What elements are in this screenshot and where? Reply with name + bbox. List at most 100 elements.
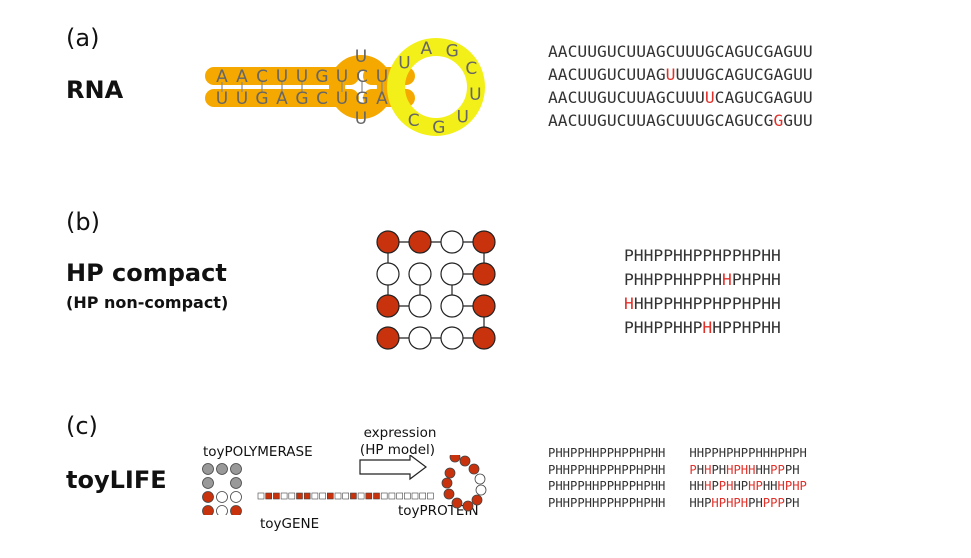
rna-base: G [432, 118, 445, 138]
gene-residue [380, 492, 388, 500]
hp-sequence-line: HHHPPHHPPHPPHPHH [624, 292, 781, 316]
mutated-residue: H [704, 462, 712, 477]
lattice-residue [376, 262, 400, 286]
mutated-residue: H [704, 479, 712, 493]
residue-run: PH [784, 462, 800, 477]
lattice-residue [472, 294, 496, 318]
mutated-residue: PH [718, 479, 734, 493]
rna-base: U [236, 89, 248, 109]
residue-run: HP [733, 479, 749, 493]
rna-base: C [256, 67, 268, 87]
polymerase-residue [230, 463, 242, 475]
protein-residue [441, 477, 453, 489]
mutated-residue: U [704, 88, 715, 107]
rna-base: U [336, 89, 348, 109]
residue-run: HPPHPHH [712, 318, 781, 337]
lattice-residue [376, 294, 400, 318]
panel-b-label: (b) [66, 208, 100, 236]
rna-base: U [376, 67, 388, 87]
residue-run: CAGUCGAGUU [714, 88, 813, 107]
protein-residue [462, 500, 474, 512]
gene-residue [257, 492, 265, 500]
rna-base: U [276, 67, 288, 87]
protein-residue [468, 463, 480, 475]
mutated-residue: HPHPH [711, 495, 749, 510]
protein-residue [449, 455, 461, 463]
rna-base: G [446, 41, 459, 61]
hp-model-label: (HP model) [359, 442, 436, 458]
residue-run: GUU [783, 111, 813, 130]
lattice-residue [408, 230, 432, 254]
residue-run: HHPPHHPPHPPHPHH [633, 294, 781, 313]
gene-residue [342, 492, 349, 500]
hp-sequence-line: PHHPPHHPPHPPHPHH [624, 244, 781, 268]
rna-title: RNA [66, 76, 124, 104]
toygene-sequence: PHHPPHHPPHPPHPHH [548, 495, 666, 510]
polymerase-residue [216, 505, 228, 515]
rna-base: C [465, 59, 477, 79]
rna-sequence-line: AACUUGUCUUAGCUUUGCAGUCGGGUU [548, 109, 813, 132]
polymerase-residue [202, 505, 214, 515]
residue-run: AACUUGUCUUAG [548, 65, 666, 84]
polymerase-residue [202, 491, 214, 503]
rna-base: A [376, 89, 388, 109]
lattice-residue [376, 326, 400, 350]
rna-base: A [276, 89, 288, 109]
hp-compact-title: HP compact [66, 259, 227, 287]
rna-sequence-line: AACUUGUCUUAGCUUUUCAGUCGAGUU [548, 86, 813, 109]
gene-residue [419, 492, 426, 500]
polymerase-residue [230, 477, 242, 489]
gene-residue [396, 492, 403, 500]
lattice-residue [408, 262, 432, 286]
lattice-residue [408, 326, 432, 350]
gene-residue [296, 492, 303, 500]
rna-base: U [216, 89, 228, 109]
residue-run: PHHPPHHP [624, 318, 703, 337]
protein-residue [474, 473, 486, 485]
residue-run: AACUUGUCUUAGCUUUGCAGUCG [548, 111, 774, 130]
residue-run: P [711, 479, 719, 493]
lattice-residue [440, 230, 464, 254]
panel-a-label: (a) [66, 24, 100, 52]
rna-sequence-line: AACUUGUCUUAGUUUUGCAGUCGAGUU [548, 63, 813, 86]
gene-residue [311, 492, 319, 500]
rna-base: A [236, 67, 248, 87]
rna-base: C [356, 67, 368, 87]
rna-base: C [316, 89, 328, 109]
gene-residue [411, 492, 419, 500]
gene-residue [280, 492, 288, 500]
gene-residue [427, 492, 434, 500]
residue-run: HHPPHPHPPHHHPHPH [689, 446, 807, 460]
residue-run: AACUUGUCUUAGCUUUGCAGUCGAGUU [548, 42, 813, 61]
rna-base: U [469, 85, 481, 105]
protein-residue [475, 484, 487, 496]
hp-sequence-line: PHHPPHHPPHHPHPHH [624, 268, 781, 292]
gene-residue [373, 492, 380, 500]
rna-base: U [355, 109, 367, 129]
rna-internal-loop [329, 55, 393, 119]
hp-sequence-line: PHHPPHHPHHPPHPHH [624, 316, 781, 340]
residue-run: HH [755, 462, 771, 477]
toygene-sequence: PHHPPHHPPHPPHPHH [548, 479, 666, 493]
rna-sequence-list: AACUUGUCUUAGCUUUGCAGUCGAGUU AACUUGUCUUAG… [548, 40, 813, 132]
hp-noncompact-subtitle: (HP non-compact) [66, 293, 229, 312]
rna-base: A [216, 67, 228, 87]
polymerase-residue [230, 505, 242, 515]
gene-residue [265, 492, 272, 500]
residue-run: HHP [689, 495, 712, 510]
residue-run: PH [711, 462, 727, 477]
expression-arrow-icon [359, 455, 427, 481]
rna-base: U [355, 47, 367, 67]
residue-run: HH [762, 479, 778, 493]
polymerase-residue [216, 491, 228, 503]
residue-run: AACUUGUCUUAGCUUU [548, 88, 705, 107]
protein-residue [471, 494, 483, 506]
residue-run: H [696, 462, 705, 477]
rna-hairpin-loop [387, 38, 485, 136]
lattice-residue [472, 262, 496, 286]
polymerase-residue [230, 491, 242, 503]
